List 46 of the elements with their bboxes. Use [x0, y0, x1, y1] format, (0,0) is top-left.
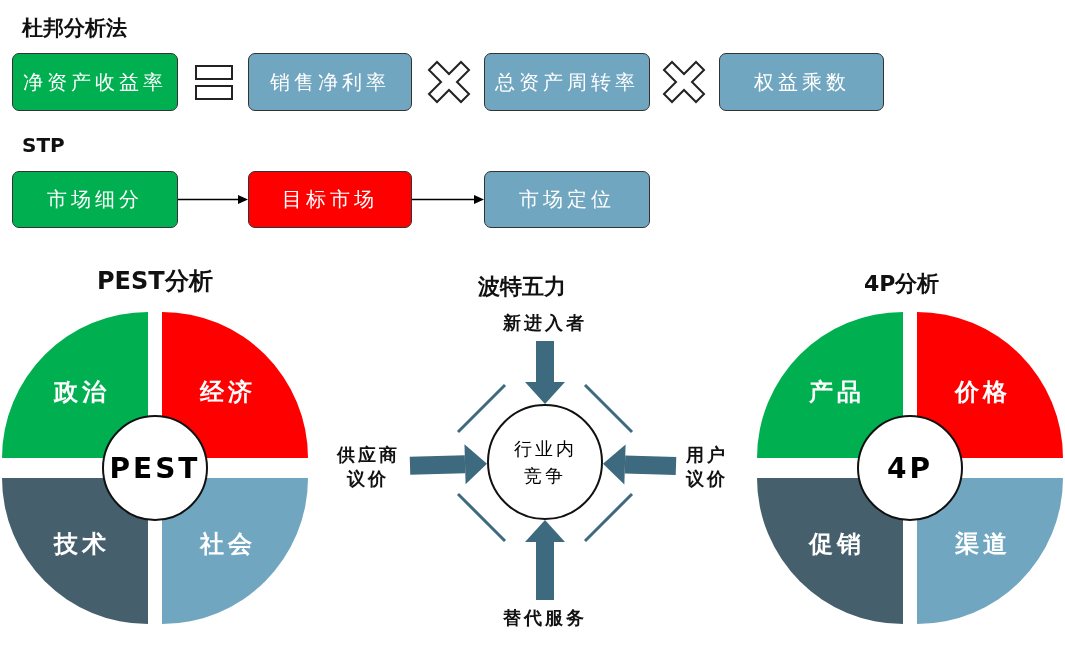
label-text: 总资产周转率: [495, 68, 639, 96]
label-text: 权益乘数: [753, 68, 850, 96]
quarter-circle-segment: [757, 312, 903, 458]
segment-label: 技术: [54, 528, 111, 560]
quarter-circle-segment: [162, 312, 308, 458]
segment-label: 渠道: [954, 528, 1011, 560]
arrow: [411, 195, 484, 204]
circle-label: 行业内竞争: [512, 437, 578, 488]
block-arrow: [525, 341, 565, 404]
heading-text: 4P分析: [864, 270, 940, 298]
segment-label: 政治: [54, 377, 111, 409]
process-box: [484, 53, 650, 111]
circle-label: PEST: [109, 451, 201, 485]
force-label: 新进入者: [495, 309, 595, 337]
segment-label: 产品: [809, 377, 866, 409]
process-box: [719, 53, 884, 111]
heading-text: PEST分析: [97, 266, 213, 297]
process-box: [248, 171, 412, 228]
heading-text: STP: [22, 133, 65, 157]
segment-label: 社会: [199, 528, 256, 560]
segment-label: 价格: [954, 377, 1011, 409]
force-label: 替代服务: [495, 604, 595, 632]
segment-label: 经济: [199, 377, 256, 409]
quarter-circle-segment: [917, 478, 1063, 624]
process-box: [248, 53, 412, 111]
circle-label: 4P: [887, 451, 933, 485]
arrow: [177, 195, 248, 204]
label-text: 市场定位: [519, 186, 615, 213]
quarter-circle-segment: [2, 312, 148, 458]
heading-text: 波特五力: [478, 273, 566, 301]
block-arrow: [525, 520, 565, 600]
process-box: [484, 171, 650, 228]
process-box: [12, 53, 178, 111]
quarter-circle-segment: [162, 478, 308, 624]
quarter-circle-segment: [2, 478, 148, 624]
label-text: 目标市场: [282, 186, 378, 213]
force-label: 供应商议价: [330, 438, 406, 496]
process-box: [12, 171, 178, 228]
segment-label: 促销: [809, 528, 866, 560]
label-text: 销售净利率: [270, 68, 390, 96]
force-label: 用户议价: [680, 438, 734, 496]
label-text: 市场细分: [47, 186, 143, 213]
quarter-circle-segment: [917, 312, 1063, 458]
label-text: 净资产收益率: [23, 68, 167, 96]
heading-text: 杜邦分析法: [22, 15, 127, 42]
quarter-circle-segment: [757, 478, 903, 624]
